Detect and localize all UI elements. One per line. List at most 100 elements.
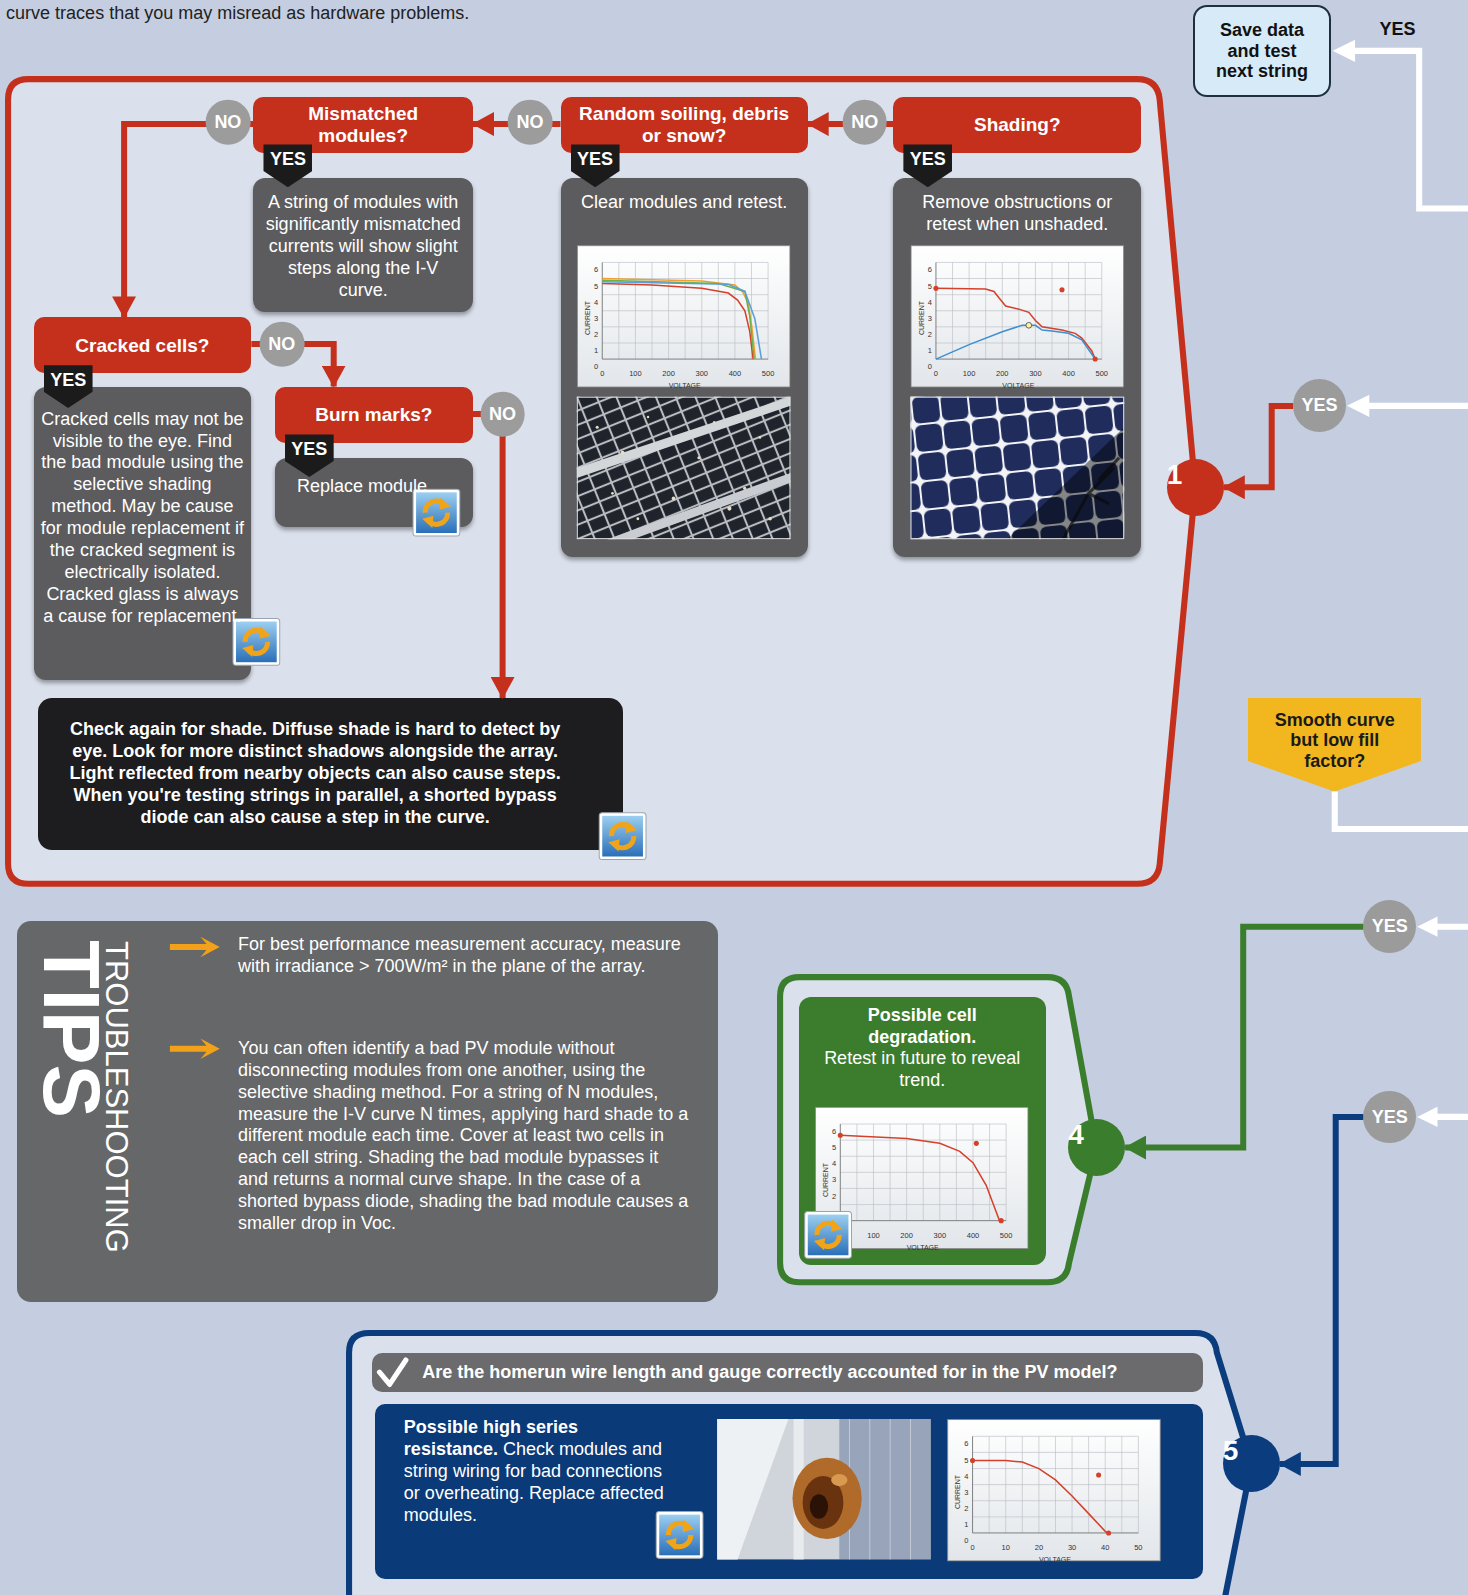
- flow-arrow: [473, 414, 503, 698]
- tick-label: 0: [964, 1536, 968, 1545]
- label-anchor: CURRENT: [825, 1172, 859, 1190]
- question-tag-text: Smooth curve but low fill factor?: [1248, 698, 1421, 792]
- tick-label: 1: [964, 1519, 968, 1528]
- decision-box: Shading?: [893, 97, 1141, 153]
- label-anchor: 6: [836, 1124, 840, 1142]
- iv-chart: [577, 246, 790, 387]
- flow-lines: [1333, 40, 1468, 1127]
- node-text: Cracked cells?: [75, 335, 209, 356]
- tick-label: 2: [964, 1503, 968, 1512]
- axis-title: VOLTAGE: [1002, 382, 1034, 389]
- tick-label: 300: [1029, 369, 1042, 378]
- node-text: Remove obstructions or retest when unsha…: [901, 192, 1133, 236]
- tick-label: 3: [928, 313, 932, 322]
- check-bar-text: Are the homerun wire length and gauge co…: [422, 1362, 1117, 1383]
- label-anchor: 0: [936, 366, 940, 384]
- decision-box: Mismatched modules?: [253, 97, 473, 153]
- axis-title: CURRENT: [954, 1475, 961, 1509]
- result-card-text: Possible high series resistance.Check mo…: [404, 1417, 671, 1527]
- result-card: Possible high series resistance.Check mo…: [375, 1404, 1203, 1579]
- label-anchor: 1: [968, 1517, 972, 1535]
- tick-label: 300: [934, 1230, 947, 1239]
- tick-label: 6: [832, 1127, 836, 1136]
- label-anchor: CURRENT: [921, 310, 955, 328]
- note-box-text: Check again for shade. Diffuse shade is …: [52, 719, 579, 829]
- flow-arrow: [473, 121, 561, 127]
- check-bar: Are the homerun wire length and gauge co…: [372, 1353, 1203, 1392]
- label-anchor: VOLTAGE: [923, 1239, 955, 1257]
- label-anchor: 100: [969, 366, 982, 384]
- label-anchor: 2: [932, 327, 936, 345]
- label-anchor: 3: [932, 311, 936, 329]
- tick-label: 0: [600, 369, 604, 378]
- tick-label: 6: [928, 265, 932, 274]
- label-anchor: 300: [1035, 366, 1048, 384]
- shaded-panel-photo: [911, 397, 1125, 539]
- node-text: Replace module: [281, 476, 444, 498]
- axis-title: VOLTAGE: [669, 382, 701, 389]
- label-anchor: 6: [968, 1436, 972, 1454]
- decision-box-text: Random soiling, debris or snow?: [571, 103, 798, 146]
- tick-label: 400: [967, 1230, 980, 1239]
- label-anchor: 2: [968, 1501, 972, 1519]
- branch-label: YES: [1379, 19, 1415, 40]
- tick-label: 0: [934, 369, 938, 378]
- tick-label: 0: [928, 362, 932, 371]
- flow-arrow: [286, 153, 290, 178]
- tick-label: 3: [832, 1175, 836, 1184]
- label-anchor: 5: [1223, 1435, 1280, 1492]
- tick-label: 200: [900, 1230, 913, 1239]
- tick-label: 100: [629, 369, 642, 378]
- label-anchor: NO: [530, 122, 575, 167]
- label-anchor: 100: [873, 1228, 886, 1246]
- section-frame: 1 Mismatched modules? Random soiling, debr…: [5, 73, 1224, 964]
- label-anchor: 400: [1069, 366, 1082, 384]
- tick-label: 4: [964, 1471, 968, 1480]
- result-card-text: Replace module: [281, 476, 444, 498]
- tick-label: 100: [867, 1230, 880, 1239]
- label-anchor: YES: [1379, 19, 1415, 40]
- callout-number: 5: [1223, 1435, 1280, 1492]
- iv-chart: [948, 1420, 1161, 1561]
- intro-text: curve traces that you may misread as har…: [6, 3, 469, 24]
- label-anchor: YES: [903, 144, 952, 187]
- answer-circle: NO: [480, 392, 525, 437]
- tick-label: 4: [928, 297, 932, 306]
- label-anchor: 5: [836, 1140, 840, 1158]
- axis-title: CURRENT: [822, 1163, 829, 1197]
- label-anchor: 50: [1138, 1540, 1146, 1558]
- tick-label: 5: [964, 1455, 968, 1464]
- label-anchor: 4: [968, 1469, 972, 1487]
- flow-arrow: [66, 373, 70, 386]
- decision-box-text: Shading?: [974, 114, 1061, 135]
- node-text: Burn marks?: [315, 404, 432, 425]
- decision-box: Cracked cells?: [34, 317, 252, 373]
- label-anchor: 200: [907, 1228, 920, 1246]
- label-anchor: 3: [968, 1485, 972, 1503]
- label-anchor: curve traces that you may misread as har…: [6, 3, 469, 24]
- frame-border: [8, 79, 1195, 884]
- tick-label: 4: [832, 1159, 836, 1168]
- label-anchor: 4: [1068, 1119, 1125, 1176]
- tick-label: 2: [832, 1191, 836, 1200]
- question-text: Smooth curve but low fill factor?: [1275, 710, 1395, 771]
- tick-label: 2: [594, 329, 598, 338]
- label-anchor: YES: [263, 144, 312, 187]
- label-anchor: NO: [282, 344, 327, 389]
- tick-label: 200: [996, 369, 1009, 378]
- label-anchor: 1: [598, 343, 602, 361]
- frame-border: [780, 977, 1096, 1282]
- node-text: Random soiling, debris or snow?: [571, 103, 798, 146]
- result-card-text: Cracked cells may not be visible to the …: [40, 409, 246, 629]
- node-text: Save data and test next string: [1211, 20, 1312, 82]
- label-anchor: 100: [635, 366, 648, 384]
- node-text: YES: [1301, 395, 1337, 415]
- label-anchor: 1: [1167, 459, 1224, 516]
- answer-circle: NO: [259, 321, 304, 366]
- tick-label: 1: [928, 345, 932, 354]
- tip-text: You can often identify a bad PV module w…: [238, 1038, 691, 1236]
- tick-label: 3: [964, 1487, 968, 1496]
- question-text: Are the homerun wire length and gauge co…: [422, 1362, 1117, 1382]
- answer-tag: YES: [44, 365, 93, 408]
